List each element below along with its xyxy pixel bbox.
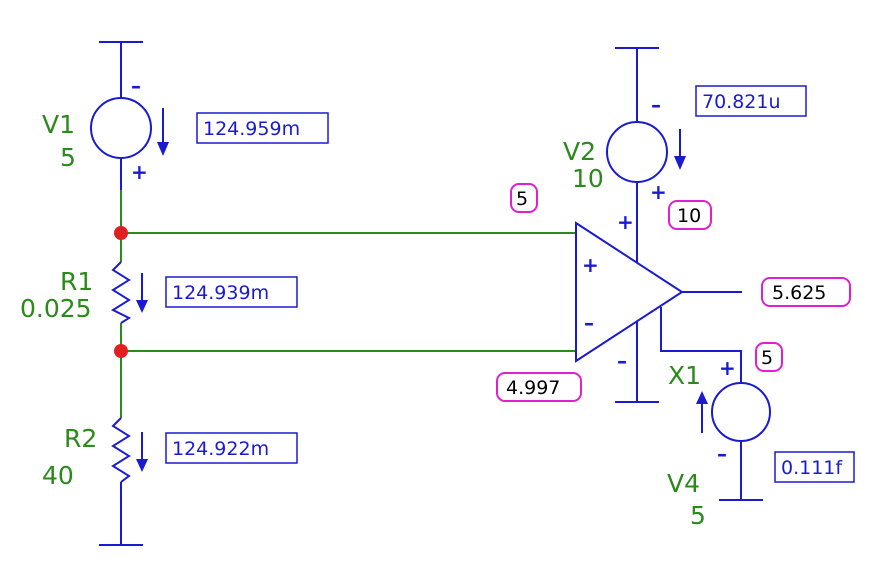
v1-minus-sign: –: [131, 74, 141, 98]
opamp-supply-minus-sign: –: [617, 349, 627, 373]
source-v1: – + V1 5 124.959m: [42, 41, 329, 190]
node-voltage-v4: 5: [761, 347, 773, 369]
v2-plus-sign: +: [650, 180, 667, 204]
r2-zigzag: [111, 417, 131, 483]
v2-name: V2: [563, 137, 596, 166]
v1-circle: [90, 97, 152, 159]
node-voltage-out: 5.625: [772, 282, 826, 304]
v4-name: V4: [667, 469, 700, 498]
node-voltage-labels: 5 10 5.625 4.997 5: [496, 183, 851, 402]
opamp-v4-lead: [660, 307, 742, 383]
v1-value: 5: [60, 143, 76, 172]
v1-name: V1: [42, 110, 75, 139]
r2-current-label: 124.922m: [172, 438, 269, 460]
resistor-r2: R2 40 124.922m: [42, 417, 298, 546]
v2-circle: [606, 121, 668, 183]
v1-current-label: 124.959m: [203, 118, 300, 140]
r2-value: 40: [42, 461, 74, 490]
x1-name: X1: [668, 361, 701, 390]
v4-current-label: 0.111f: [781, 457, 843, 479]
v1-plus-sign: +: [131, 160, 148, 184]
opamp-x1: + – + – X1: [575, 188, 742, 403]
r2-name: R2: [64, 424, 97, 453]
node-voltage-v2: 10: [677, 205, 701, 227]
source-v4: + – V4 5 0.111f: [667, 356, 855, 530]
opamp-triangle: [575, 221, 684, 363]
r1-value: 0.025: [20, 294, 92, 323]
r1-name: R1: [60, 267, 93, 296]
node-dot-b: [114, 344, 128, 358]
resistor-r1: R1 0.025 124.939m: [20, 261, 298, 324]
v2-current-label: 70.821u: [702, 91, 781, 113]
v4-plus-sign: +: [719, 356, 736, 380]
node-dot-a: [114, 226, 128, 240]
v4-minus-sign: –: [717, 442, 727, 466]
source-v2: – + V2 10 70.821u: [563, 47, 807, 204]
opamp-noninverting-sign: +: [582, 253, 599, 277]
v4-circle: [711, 382, 771, 442]
opamp-supply-plus-sign: +: [617, 210, 634, 234]
r1-zigzag: [110, 261, 132, 324]
v2-minus-sign: –: [651, 93, 661, 117]
r1-current-label: 124.939m: [172, 282, 269, 304]
node-voltage-inn: 4.997: [506, 377, 560, 399]
node-voltage-inp: 5: [516, 188, 528, 210]
v4-value: 5: [690, 501, 706, 530]
opamp-inverting-sign: –: [584, 311, 594, 335]
v2-value: 10: [572, 164, 604, 193]
